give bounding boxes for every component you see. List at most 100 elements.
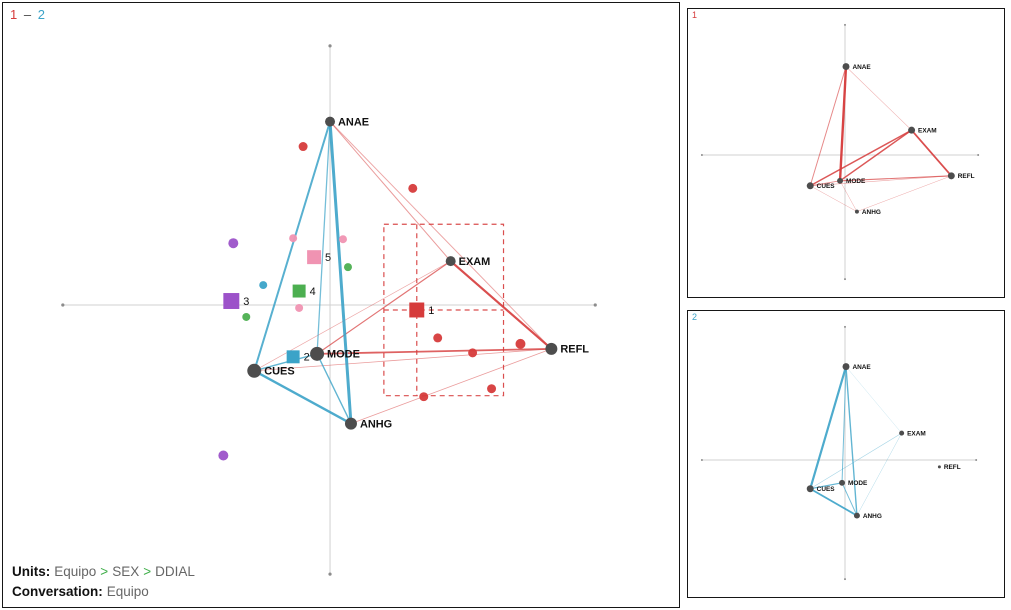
group-2-panel-label: 2 <box>692 312 698 322</box>
unit-point[interactable] <box>259 281 268 290</box>
breadcrumb-item-sex[interactable]: SEX <box>112 564 140 579</box>
network-edge <box>449 260 553 350</box>
network-node[interactable] <box>325 116 336 127</box>
group-mean-label: 4 <box>310 286 316 298</box>
network-node[interactable] <box>445 256 456 267</box>
network-node-label: ANHG <box>863 513 882 520</box>
group-mean-label: 2 <box>304 352 310 364</box>
unit-point[interactable] <box>298 142 308 152</box>
network-edge <box>253 120 332 372</box>
network-edge <box>328 120 353 426</box>
network-node-label: ANAE <box>852 364 871 371</box>
axis-end-tick <box>700 458 703 461</box>
axis-end-tick <box>977 153 980 156</box>
network-edge <box>845 366 902 434</box>
unit-point[interactable] <box>468 348 478 358</box>
units-label: Units: <box>12 564 51 579</box>
axis-end-tick <box>844 278 846 281</box>
network-node[interactable] <box>806 182 814 190</box>
network-node[interactable] <box>908 126 916 134</box>
unit-point[interactable] <box>487 384 497 394</box>
unit-point[interactable] <box>228 238 239 249</box>
network-node[interactable] <box>937 465 941 469</box>
unit-point[interactable] <box>433 333 443 343</box>
group-mean-square[interactable] <box>223 293 240 309</box>
network-edge <box>253 353 318 372</box>
network-edge <box>841 366 847 484</box>
group-mean-square[interactable] <box>292 284 306 298</box>
axis-end-tick <box>328 572 332 576</box>
network-node[interactable] <box>947 172 955 180</box>
network-edge <box>809 432 902 490</box>
network-edge <box>839 180 858 212</box>
network-node-label: CUES <box>817 486 836 493</box>
network-node[interactable] <box>247 363 262 378</box>
network-node[interactable] <box>837 177 844 184</box>
network-node[interactable] <box>899 430 905 436</box>
network-node[interactable] <box>853 512 860 519</box>
network-edge <box>839 129 913 182</box>
unit-point[interactable] <box>343 263 352 272</box>
network-edge <box>316 347 553 355</box>
unit-point[interactable] <box>515 338 526 349</box>
axis-end-tick <box>844 578 846 581</box>
network-node-label: MODE <box>327 349 360 361</box>
network-node[interactable] <box>854 209 859 214</box>
network-edge <box>845 66 912 131</box>
unit-point[interactable] <box>295 304 304 312</box>
network-node[interactable] <box>310 346 325 361</box>
network-edge <box>809 185 858 212</box>
legend-group-1-label: 1 <box>10 7 18 22</box>
axis-end-tick <box>975 458 978 461</box>
axis-end-tick <box>700 153 703 156</box>
network-node[interactable] <box>344 417 357 430</box>
group-mean-square[interactable] <box>307 250 322 265</box>
group-mean-square[interactable] <box>409 302 425 318</box>
network-node-label: EXAM <box>459 256 491 268</box>
network-edge <box>838 65 848 182</box>
network-node-label: REFL <box>944 464 961 471</box>
network-node[interactable] <box>839 479 846 486</box>
network-edge <box>841 482 858 517</box>
network-node[interactable] <box>806 485 814 493</box>
conversation-value[interactable]: Equipo <box>106 584 149 599</box>
network-edge <box>809 487 858 517</box>
network-edge <box>809 175 952 187</box>
breadcrumb-separator-icon: > <box>100 564 109 579</box>
axis-end-tick <box>328 44 332 48</box>
unit-point[interactable] <box>242 312 251 321</box>
group-mean-label: 5 <box>325 252 331 264</box>
unit-point[interactable] <box>339 235 347 244</box>
unit-point[interactable] <box>289 234 298 243</box>
network-edge <box>350 348 552 425</box>
breadcrumb-item-ddial[interactable]: DDIAL <box>155 564 195 579</box>
legend-separator: – <box>23 7 32 22</box>
network-node-label: EXAM <box>907 430 926 437</box>
legend-group-2-label: 2 <box>37 7 46 22</box>
breadcrumb-item-equipo[interactable]: Equipo <box>54 564 97 579</box>
network-edge <box>329 121 552 350</box>
network-node-label: REFL <box>560 344 589 356</box>
unit-point[interactable] <box>408 183 418 193</box>
group-mean-label: 1 <box>428 305 434 317</box>
network-node[interactable] <box>842 63 850 71</box>
network-node[interactable] <box>545 342 558 355</box>
units-breadcrumb: Units:Equipo>SEX>DDIAL <box>12 562 195 582</box>
group-mean-square[interactable] <box>286 350 300 364</box>
network-node-label: ANHG <box>360 418 392 430</box>
network-edge <box>910 129 953 177</box>
network-node-label: REFL <box>958 173 975 180</box>
group-mean-label: 3 <box>243 296 249 308</box>
unit-point[interactable] <box>419 392 429 402</box>
unit-point[interactable] <box>218 450 229 461</box>
network-edge <box>316 260 452 355</box>
network-edge <box>809 180 841 187</box>
network-node-label: MODE <box>846 178 866 185</box>
network-node[interactable] <box>842 363 850 371</box>
